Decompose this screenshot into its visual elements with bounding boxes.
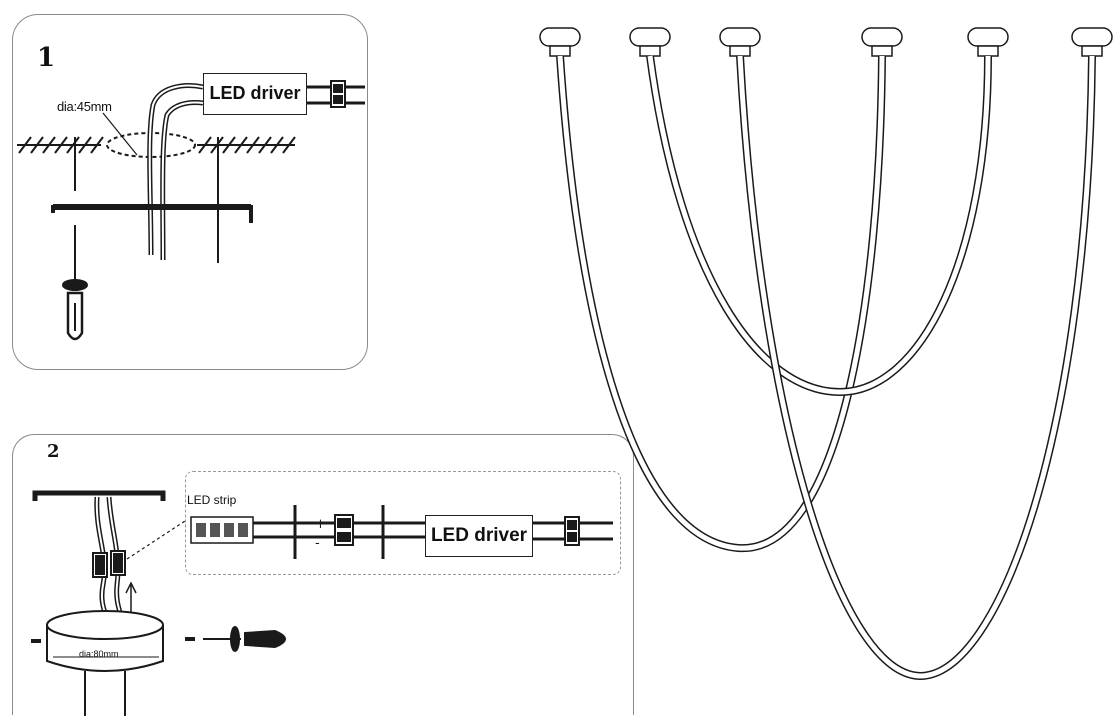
- screwdriver-icon-2: [203, 626, 286, 652]
- connector-icon-4: [564, 516, 580, 546]
- connector-icon: [330, 80, 346, 108]
- hole-diameter-label: dia:45mm: [57, 99, 112, 114]
- connector-icon-3: [334, 514, 354, 546]
- step-1-panel: 1 dia:45mm LED driver: [12, 14, 368, 370]
- led-driver-box: LED driver: [203, 73, 307, 115]
- ceiling-hatch: [17, 136, 296, 154]
- ceiling-plate-icon: [51, 204, 253, 223]
- led-tube-2: [646, 55, 992, 397]
- screwdriver-icon: [62, 225, 88, 341]
- step-1-number: 1: [37, 43, 56, 73]
- canopy-6: [1071, 27, 1113, 57]
- cup-diameter-label: dia:80mm: [79, 649, 119, 659]
- svg-text:-: -: [315, 536, 320, 551]
- canopy-5: [967, 27, 1009, 57]
- led-driver-label-2: LED driver: [430, 525, 528, 546]
- connector-icon-2: [92, 550, 126, 578]
- canopy-1: [539, 27, 581, 57]
- led-tube-3: [736, 55, 1096, 681]
- canopy-2: [629, 27, 671, 57]
- led-strip-label: LED strip: [187, 493, 237, 507]
- led-strip-icon: [190, 516, 254, 544]
- step-2-drawing: + -: [31, 490, 613, 716]
- canopy-3: [719, 27, 761, 57]
- led-driver-label: LED driver: [209, 83, 301, 103]
- ceiling-plate-icon-2: [32, 490, 166, 501]
- canopy-4: [861, 27, 903, 57]
- step-1-drawing: [17, 80, 365, 341]
- step-2-number: 2: [47, 441, 60, 462]
- led-driver-box-2: LED driver: [425, 515, 533, 557]
- step-2-panel: 2 LED strip LED driver dia:80mm: [12, 434, 634, 716]
- svg-text:+: +: [315, 517, 326, 532]
- canopy-cup: [46, 610, 164, 716]
- wiring-detail-inset: [185, 471, 621, 575]
